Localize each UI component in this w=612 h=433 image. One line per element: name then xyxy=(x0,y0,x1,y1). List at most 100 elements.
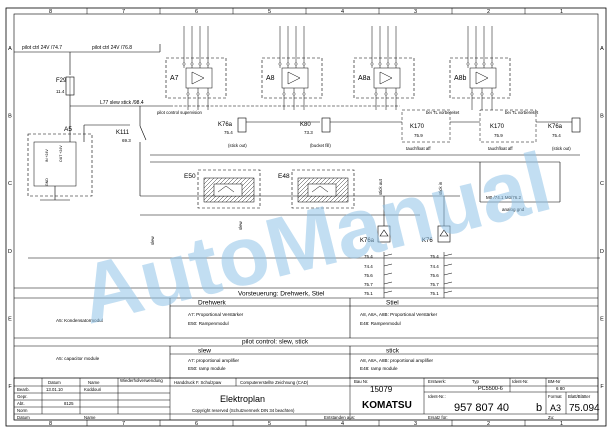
column-number-bottom: 2 xyxy=(487,421,490,427)
a8-label: A8 xyxy=(266,75,275,82)
column-number-top: 6 xyxy=(195,9,198,15)
row-letter-right: C xyxy=(600,181,604,187)
row-letter-right: F xyxy=(600,384,604,390)
fuse-f29-ref: 11.4 xyxy=(56,89,65,94)
k76a-top-ref: 75.4 xyxy=(224,130,233,135)
svg-text:Blatt/Blätter: Blatt/Blätter xyxy=(568,394,591,399)
svg-text:Ersatz für:: Ersatz für: xyxy=(428,415,448,420)
format-value: A3 xyxy=(550,403,561,413)
en-col-stick-title: stick xyxy=(386,348,400,355)
svg-text:Bearb.: Bearb. xyxy=(17,387,30,392)
svg-text:75.4: 75.4 xyxy=(364,254,373,259)
amplifier-a8a: A8a xyxy=(353,26,415,110)
x-label-slew-2: slew xyxy=(238,221,243,230)
svg-text:Name: Name xyxy=(88,380,100,385)
analog-gnd-refs: M0 /74.1 M0/76.2 xyxy=(486,195,522,200)
column-number-top: 3 xyxy=(414,9,417,15)
valve-contacts xyxy=(383,252,453,298)
x-label-slew: slew xyxy=(150,236,155,245)
blatt-value: 75.094 xyxy=(569,403,600,414)
ident-nr-value: 957 807 40 xyxy=(454,402,509,414)
svg-text:Zu:: Zu: xyxy=(548,415,554,420)
k170b-ref: 75.9 xyxy=(494,133,503,138)
k111-label: K111 xyxy=(116,130,130,136)
ramp-module-e50 xyxy=(197,169,261,209)
en-col1-line0: A7: proportional amplifier xyxy=(188,358,240,363)
title-block-labels: Datum Name Bearb. 13.01.10 Koddouri Gepr… xyxy=(17,378,591,420)
de-col1-line0: A7: Proportional Verstärker xyxy=(188,312,244,317)
svg-text:74.4: 74.4 xyxy=(430,264,439,269)
k80-ref: 73.3 xyxy=(304,130,313,135)
en-col2-line0: A8, A8A, A8B: proportional amplifier xyxy=(360,358,434,363)
x-label-stick-in: stick in xyxy=(438,181,443,195)
row-letter-right: D xyxy=(600,249,604,255)
row-letter-left: E xyxy=(8,317,12,323)
note-stick-out: (stick out) xyxy=(228,143,247,148)
svg-text:BM-Nr: BM-Nr xyxy=(548,379,561,384)
a8a-label: A8a xyxy=(358,75,371,82)
amplifier-a8: A8 xyxy=(261,26,323,110)
a8b-label: A8b xyxy=(454,75,467,82)
a7-label: A7 xyxy=(170,75,179,82)
k170-box-b xyxy=(479,109,537,143)
en-col0-line0: A5: capacitor module xyxy=(56,356,100,361)
fuse-f29 xyxy=(65,76,75,106)
column-number-bottom: 5 xyxy=(268,421,271,427)
svg-text:75.1: 75.1 xyxy=(430,291,439,296)
a5-label: A5 xyxy=(64,126,72,133)
svg-text:Handdruck F. Schulzpaw: Handdruck F. Schulzpaw xyxy=(174,380,222,385)
row-letter-left: F xyxy=(8,384,12,390)
bm-value: 6 80 xyxy=(556,386,565,391)
k76-bottom-label: K76 xyxy=(422,238,433,244)
note-tauchfloat-a: tauchfloat aff xyxy=(406,146,431,151)
bau-nr-value: 15079 xyxy=(370,385,393,394)
svg-text:Computererstellte Zeichnung (C: Computererstellte Zeichnung (CAD) xyxy=(240,380,309,385)
k76a-bottom-label: K76a xyxy=(360,238,375,244)
en-col-slew-title: slew xyxy=(198,348,211,355)
svg-text:13.01.10: 13.01.10 xyxy=(46,387,63,392)
k76a-right-ref: 75.4 xyxy=(552,133,561,138)
a5-pin-out: OUT +24V xyxy=(59,145,63,162)
a5-inner xyxy=(33,141,77,187)
column-number-bottom: 6 xyxy=(195,421,198,427)
svg-text:Typ: Typ xyxy=(472,379,480,384)
svg-text:8125: 8125 xyxy=(64,401,74,406)
k111-ref: 69.3 xyxy=(122,138,131,143)
svg-text:75.1: 75.1 xyxy=(364,291,373,296)
svg-text:75.7: 75.7 xyxy=(430,282,439,287)
valve-k76a xyxy=(377,196,391,243)
column-number-bottom: 1 xyxy=(560,421,563,427)
pilot-control-note: pilot control supervision xyxy=(157,110,203,115)
svg-text:Bau Nr.: Bau Nr. xyxy=(354,379,368,384)
analog-gnd-bus xyxy=(479,162,561,203)
k170b-label: K170 xyxy=(490,124,505,130)
svg-text:Name: Name xyxy=(84,415,96,420)
svg-text:Ident-Nr.: Ident-Nr. xyxy=(512,379,528,384)
title-block xyxy=(13,377,599,421)
valve-contact-refs: 75.474.475.675.775.1 75.474.475.675.775.… xyxy=(364,254,439,296)
k170a-label: K170 xyxy=(410,124,425,130)
relay-k76a-top xyxy=(237,117,247,133)
column-number-bottom: 4 xyxy=(341,421,344,427)
wire-label-b: pilot ctrl 24V /76.8 xyxy=(92,45,132,51)
index-value: b xyxy=(536,402,542,414)
svg-text:75.6: 75.6 xyxy=(430,273,439,278)
svg-text:75.7: 75.7 xyxy=(364,282,373,287)
column-number-bottom: 3 xyxy=(414,421,417,427)
note-bei-tl-a: bei TL vorbereitet xyxy=(426,110,460,115)
wire-label-a: pilot ctrl 24V /74.7 xyxy=(22,45,62,51)
de-col-drehwerk-title: Drehwerk xyxy=(198,300,227,307)
k80-label: K80 xyxy=(300,122,311,128)
column-number-top: 8 xyxy=(49,9,52,15)
de-header: Vorsteuerung: Drehwerk, Stiel xyxy=(238,291,325,298)
relay-k76a-right xyxy=(571,117,581,133)
row-letter-right: E xyxy=(600,317,604,323)
svg-text:Datum: Datum xyxy=(48,380,61,385)
column-number-top: 2 xyxy=(487,9,490,15)
pilot-ctrl-rail xyxy=(14,44,161,75)
column-number-top: 4 xyxy=(341,9,344,15)
typ-value: PC5500-6 xyxy=(478,386,503,392)
column-number-top: 1 xyxy=(560,9,563,15)
amplifier-a8b: A8b xyxy=(449,26,511,110)
